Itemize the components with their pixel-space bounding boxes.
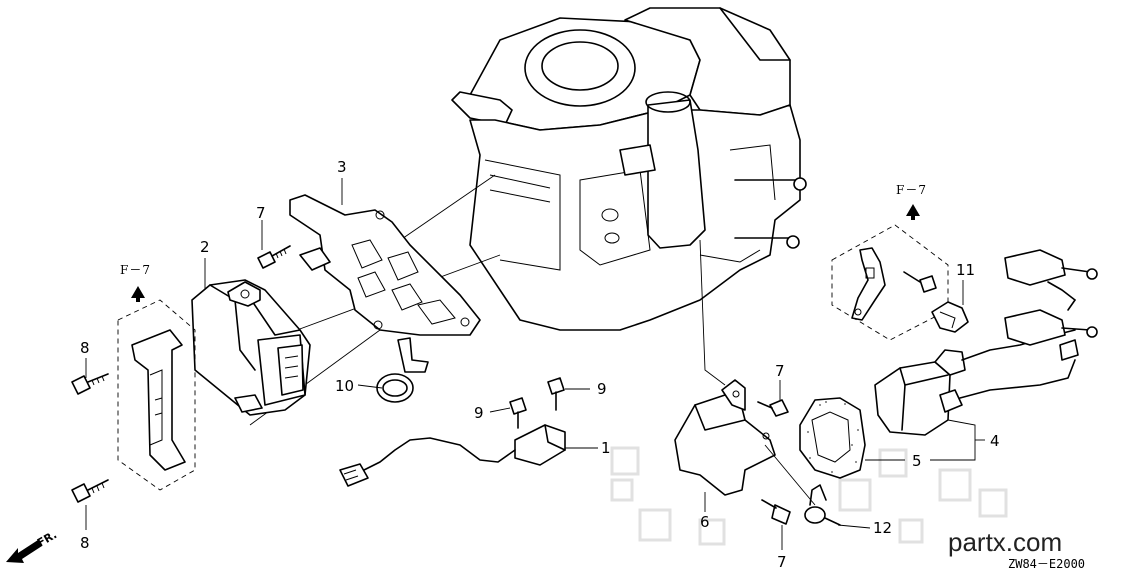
callout-12: 12 xyxy=(873,519,892,537)
detail-box-left xyxy=(117,299,196,491)
bolt-8-upper xyxy=(71,373,109,395)
part-5-grommet xyxy=(799,397,866,479)
front-arrow-icon xyxy=(6,540,42,563)
callout-7-bottom: 7 xyxy=(777,553,787,571)
callout-8-lower: 8 xyxy=(80,534,90,552)
part-10-clamp xyxy=(376,337,429,403)
part-12-clip xyxy=(764,444,841,526)
part-3-bracket-plate xyxy=(289,194,481,336)
callout-3: 3 xyxy=(337,158,347,176)
bolt-8-lower xyxy=(71,479,109,503)
callout-2: 2 xyxy=(200,238,210,256)
engine-block xyxy=(451,7,807,386)
part-6-coil-bracket xyxy=(674,379,776,496)
callout-10: 10 xyxy=(335,377,354,395)
bolt-9-lower xyxy=(509,397,527,429)
callout-7-right: 7 xyxy=(775,362,785,380)
callout-1: 1 xyxy=(601,439,611,457)
up-arrow-icon xyxy=(131,286,145,302)
callout-4: 4 xyxy=(990,432,1000,450)
callout-11: 11 xyxy=(956,261,975,279)
drawing-code: ZW84－E2000 xyxy=(1008,557,1085,571)
bolt-7-bottom xyxy=(761,499,791,525)
callout-8-upper: 8 xyxy=(80,339,90,357)
callout-9-lower: 9 xyxy=(474,404,484,422)
callout-7-upper: 7 xyxy=(256,204,266,222)
bolt-9-upper xyxy=(547,377,565,411)
leader-lines xyxy=(85,178,985,550)
bolt-box-right xyxy=(903,271,937,293)
up-arrow-icon xyxy=(906,204,920,220)
part-11-clip xyxy=(931,280,969,333)
part-1-sensor xyxy=(339,424,566,487)
bolt-7-right xyxy=(757,399,789,417)
part-4-ignition-coil xyxy=(874,249,1098,436)
reference-f7-right: F－7 xyxy=(896,183,927,197)
part-2-control-module xyxy=(191,279,311,416)
bolt-7-upper xyxy=(257,245,291,269)
reference-f7-left: F－7 xyxy=(120,263,151,277)
front-label: FR. xyxy=(35,528,59,549)
watermark-text: partx.com xyxy=(948,527,1062,557)
watermark-pattern xyxy=(610,446,1008,546)
callout-6: 6 xyxy=(700,513,710,531)
callout-5: 5 xyxy=(912,452,922,470)
callout-9-upper: 9 xyxy=(597,380,607,398)
